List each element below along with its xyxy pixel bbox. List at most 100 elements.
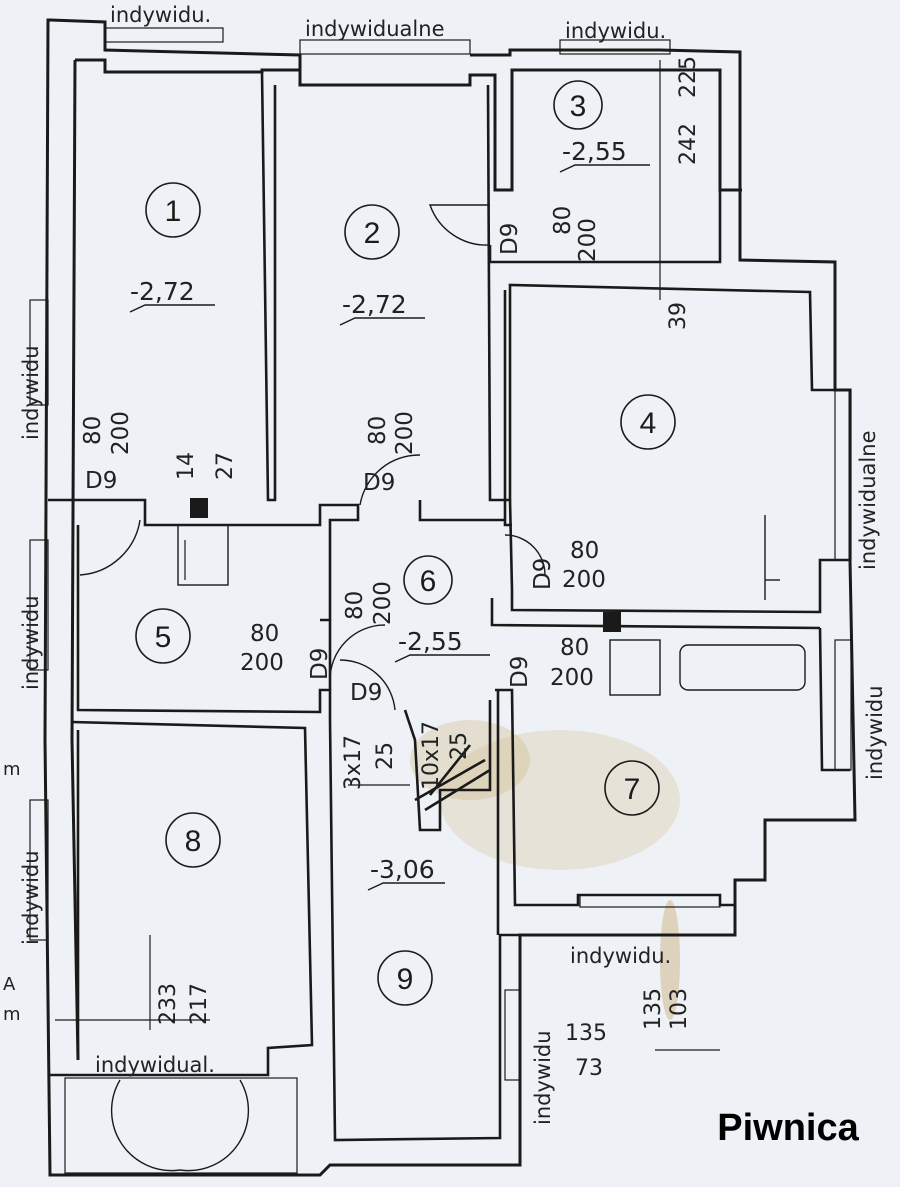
window-top-mid [299, 39, 471, 55]
vent-shaft [177, 524, 229, 586]
door-2-height: 200 [392, 411, 418, 455]
window-left-mid [29, 539, 49, 671]
window-left-lower [29, 799, 49, 941]
dim-room4-top: 39 [666, 302, 691, 330]
door-7-type: D9 [507, 656, 533, 688]
window-label-top-mid: indywidualne [305, 17, 444, 41]
stair-hatch [428, 744, 472, 796]
room-7-number: 7 [624, 773, 641, 806]
dimension-lines [55, 60, 720, 1051]
door-swing-bottom [179, 1079, 250, 1172]
room-9-circle [377, 950, 433, 1006]
fixtures [177, 515, 806, 696]
window-left-upper [29, 299, 49, 406]
door-swings [79, 204, 546, 1172]
windows [29, 27, 852, 1174]
door-swing-room9 [339, 659, 396, 711]
dim-stair-c: 10x17 [419, 721, 444, 790]
stain-mark [660, 900, 680, 1020]
window-label-right-upper: indywidualne [856, 431, 880, 570]
dim-room8-b: 217 [187, 983, 212, 1025]
wall-room1-room2 [260, 71, 277, 502]
window-label-bottom-left: indywidual. [95, 1053, 215, 1077]
room-8-circle [165, 812, 221, 868]
door-1-height: 200 [108, 411, 134, 455]
wall-room6-left [320, 618, 332, 690]
window-right-upper [834, 389, 852, 561]
wall-room4-bottom [508, 499, 850, 614]
chimney-block [603, 612, 621, 632]
stair-wall [403, 700, 492, 832]
window-bottom-right [579, 894, 721, 908]
sink-fixture [609, 639, 661, 696]
window-bottom-left [64, 1077, 298, 1174]
edge-mark-m-1: m [3, 759, 21, 780]
room-3-circle [553, 80, 603, 130]
door-4-height: 200 [562, 567, 606, 593]
wall-room9 [328, 719, 520, 1142]
dim-window9-b: 73 [575, 1056, 603, 1081]
door-5-type: D9 [307, 648, 333, 680]
room-4-circle [620, 394, 676, 450]
window-label-right-lower: indywidu [863, 685, 887, 780]
plan-caption: Piwnica [717, 1107, 859, 1149]
door-7-height: 200 [550, 665, 594, 691]
door-2-type: D9 [363, 470, 395, 496]
room-6-number: 6 [420, 565, 437, 598]
room-3-level: -2,55 [562, 137, 627, 166]
door-4-type: D9 [530, 558, 556, 590]
window-label-left-lower: indywidu [19, 850, 43, 945]
door-6-height: 200 [370, 581, 396, 625]
wall-corridor-top-right [418, 500, 505, 522]
stain-mark [410, 720, 530, 800]
door-1-width: 80 [80, 416, 106, 445]
door-swing-room4 [504, 534, 546, 576]
dim-vent-a: 14 [174, 452, 199, 480]
level-mark-room3 [559, 164, 650, 173]
window-room9 [504, 989, 521, 1081]
window-label-left-mid: indywidu [19, 595, 43, 690]
room-4-number: 4 [640, 407, 657, 440]
window-top-right [559, 39, 671, 55]
room-6-circle [403, 555, 453, 605]
edge-mark-m-2: m [3, 1004, 21, 1025]
door-swing-room5 [79, 519, 141, 576]
door-4-width: 80 [570, 538, 599, 564]
window-label-top-left: indywidu. [110, 3, 211, 27]
dim-room3-b: 225 [676, 56, 701, 98]
door-5-height: 200 [240, 650, 284, 676]
dim-vent-b: 27 [213, 452, 238, 480]
room-5-circle [135, 608, 191, 664]
wall-room5 [76, 525, 332, 720]
dim-stair-d: 25 [447, 732, 472, 760]
door-6-width: 80 [342, 591, 368, 620]
door-9-type: D9 [350, 680, 382, 706]
door-2-width: 80 [365, 416, 391, 445]
room-9-level: -3,06 [370, 855, 435, 884]
dim-window7-a: 135 [641, 988, 666, 1030]
door-swing-room6 [329, 624, 386, 681]
window-label-left-upper: indywidu [19, 345, 43, 440]
window-top-left [104, 27, 224, 43]
wall-room3-bottom [488, 190, 722, 264]
door-3-type: D9 [497, 223, 523, 255]
level-markers [129, 164, 650, 891]
stair-hatch [414, 758, 486, 802]
door-3-width: 80 [550, 206, 576, 235]
room-1-circle [145, 182, 201, 238]
outer-wall-top-left [49, 18, 302, 70]
level-mark-room9 [367, 882, 445, 891]
door-5-width: 80 [250, 621, 279, 647]
door-swing-bottom [110, 1079, 181, 1172]
door-3-height: 200 [575, 218, 601, 262]
door-1-type: D9 [85, 468, 117, 494]
room-8-number: 8 [185, 825, 202, 858]
room-1-level: -2,72 [130, 277, 195, 306]
dim-room3-a: 242 [676, 123, 701, 165]
stair-hatch [424, 768, 491, 812]
room-7-circle [604, 760, 660, 816]
window-label-top-right: indywidu. [565, 19, 666, 43]
bathtub [679, 644, 806, 691]
door-swing-room2 [359, 454, 421, 506]
